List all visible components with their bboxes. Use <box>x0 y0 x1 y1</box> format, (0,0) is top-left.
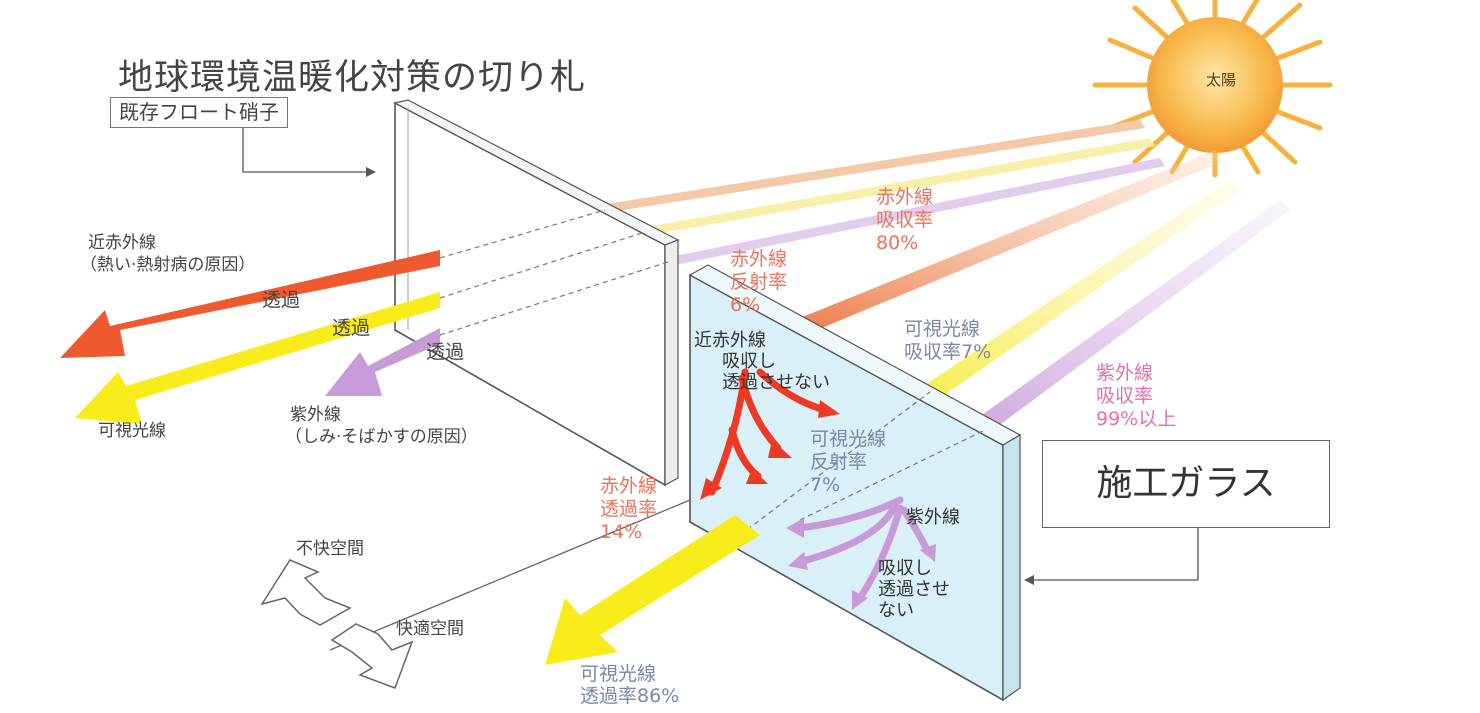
visible-transmit-line-1: 可視光線 <box>580 663 657 685</box>
uncomfortable-space-label: 不快空間 <box>296 539 364 559</box>
pointer-arrowheads <box>366 167 1034 585</box>
near-ir-absorb-label: 近赤外線 吸収し 透過させない <box>694 330 830 394</box>
float-transmit-arrows <box>60 250 440 424</box>
page-title: 地球環境温暖化対策の切り札 <box>118 58 587 98</box>
comfortable-space-label: 快適空間 <box>396 619 464 639</box>
visible-absorb-line-2: 吸収率7% <box>904 340 992 363</box>
uv-absorb-line-3: 99%以上 <box>1096 407 1177 430</box>
near-ir-absorb-line-2: 吸収し <box>722 351 776 373</box>
transmit-label-2: 透過 <box>332 317 371 339</box>
visible-absorb-label: 可視光線 吸収率7% <box>904 318 991 364</box>
ir-absorb-line-2: 吸収率 <box>876 208 934 231</box>
ir-absorb-line-1: 赤外線 <box>876 186 934 208</box>
visible-reflect-line-3: 7% <box>810 473 841 496</box>
uv-absorb-line-1: 紫外線 <box>1096 362 1154 384</box>
uv-absorb-line-2: 吸収率 <box>1096 384 1154 407</box>
ir-transmit-label: 赤外線 透過率 14% <box>600 475 657 543</box>
uv-treated-label: 紫外線 <box>906 507 960 528</box>
visible-absorb-line-1: 可視光線 <box>904 318 981 340</box>
visible-reflect-line-1: 可視光線 <box>810 428 887 450</box>
ir-reflect-line-1: 赤外線 <box>730 248 788 270</box>
ir-absorb-line-3: 80% <box>876 231 919 254</box>
uv-block-line-2: 透過させ <box>878 579 950 601</box>
uv-note: （しみ·そばかすの原因） <box>285 427 478 447</box>
treated-glass-label: 施工ガラス <box>1042 440 1330 528</box>
floor-line <box>329 499 691 651</box>
uv-block-label: 吸収し 透過させ ない <box>878 558 950 622</box>
comfortable-arrow-icon <box>330 623 414 689</box>
ir-transmit-line-3: 14% <box>600 520 643 543</box>
ir-transmit-line-2: 透過率 <box>600 497 658 520</box>
near-ir-note: （熱い·熱射病の原因） <box>80 255 256 275</box>
uv-absorb-arrowheads <box>786 518 936 610</box>
float-glass-label: 既存フロート硝子 <box>110 97 288 128</box>
treated-glass-dashes <box>739 391 986 536</box>
visible-transmit-arrow <box>545 515 760 665</box>
visible-reflect-line-2: 反射率 <box>810 450 868 473</box>
transmit-label-3: 透過 <box>426 341 465 363</box>
visible-transmit-line-2: 透過率86% <box>580 684 680 707</box>
float-glass-dashes <box>439 209 669 336</box>
ir-reflect-line-3: 6% <box>730 293 761 316</box>
uv-block-line-3: ない <box>878 600 914 622</box>
ir-absorb-label: 赤外線 吸収率 80% <box>876 186 933 254</box>
ir-reflect-label: 赤外線 反射率 6% <box>730 248 787 316</box>
float-glass-pane <box>393 99 680 487</box>
near-ir-absorb-line-1: 近赤外線 <box>694 330 766 351</box>
sun-label: 太陽 <box>1206 71 1237 89</box>
uv-absorb-label: 紫外線 吸収率 99%以上 <box>1096 362 1176 430</box>
pointer-lines <box>242 128 1199 581</box>
uncomfortable-arrow-icon <box>260 559 352 626</box>
incoming-beams-float <box>600 120 1165 266</box>
uv-block-line-1: 吸収し <box>878 558 932 579</box>
transmit-label-1: 透過 <box>262 289 301 311</box>
visible-transmit-label: 可視光線 透過率86% <box>580 663 680 708</box>
ir-reflect-line-2: 反射率 <box>730 270 788 293</box>
incoming-beams-treated <box>800 150 1290 432</box>
visible-label: 可視光線 <box>98 421 166 441</box>
near-ir-label: 近赤外線 <box>88 233 156 253</box>
ir-absorb-arrowheads <box>700 400 840 500</box>
uv-label: 紫外線 <box>290 405 341 425</box>
visible-reflect-label: 可視光線 反射率 7% <box>810 428 886 496</box>
near-ir-absorb-line-3: 透過させない <box>722 372 830 394</box>
ir-transmit-line-1: 赤外線 <box>600 475 658 497</box>
